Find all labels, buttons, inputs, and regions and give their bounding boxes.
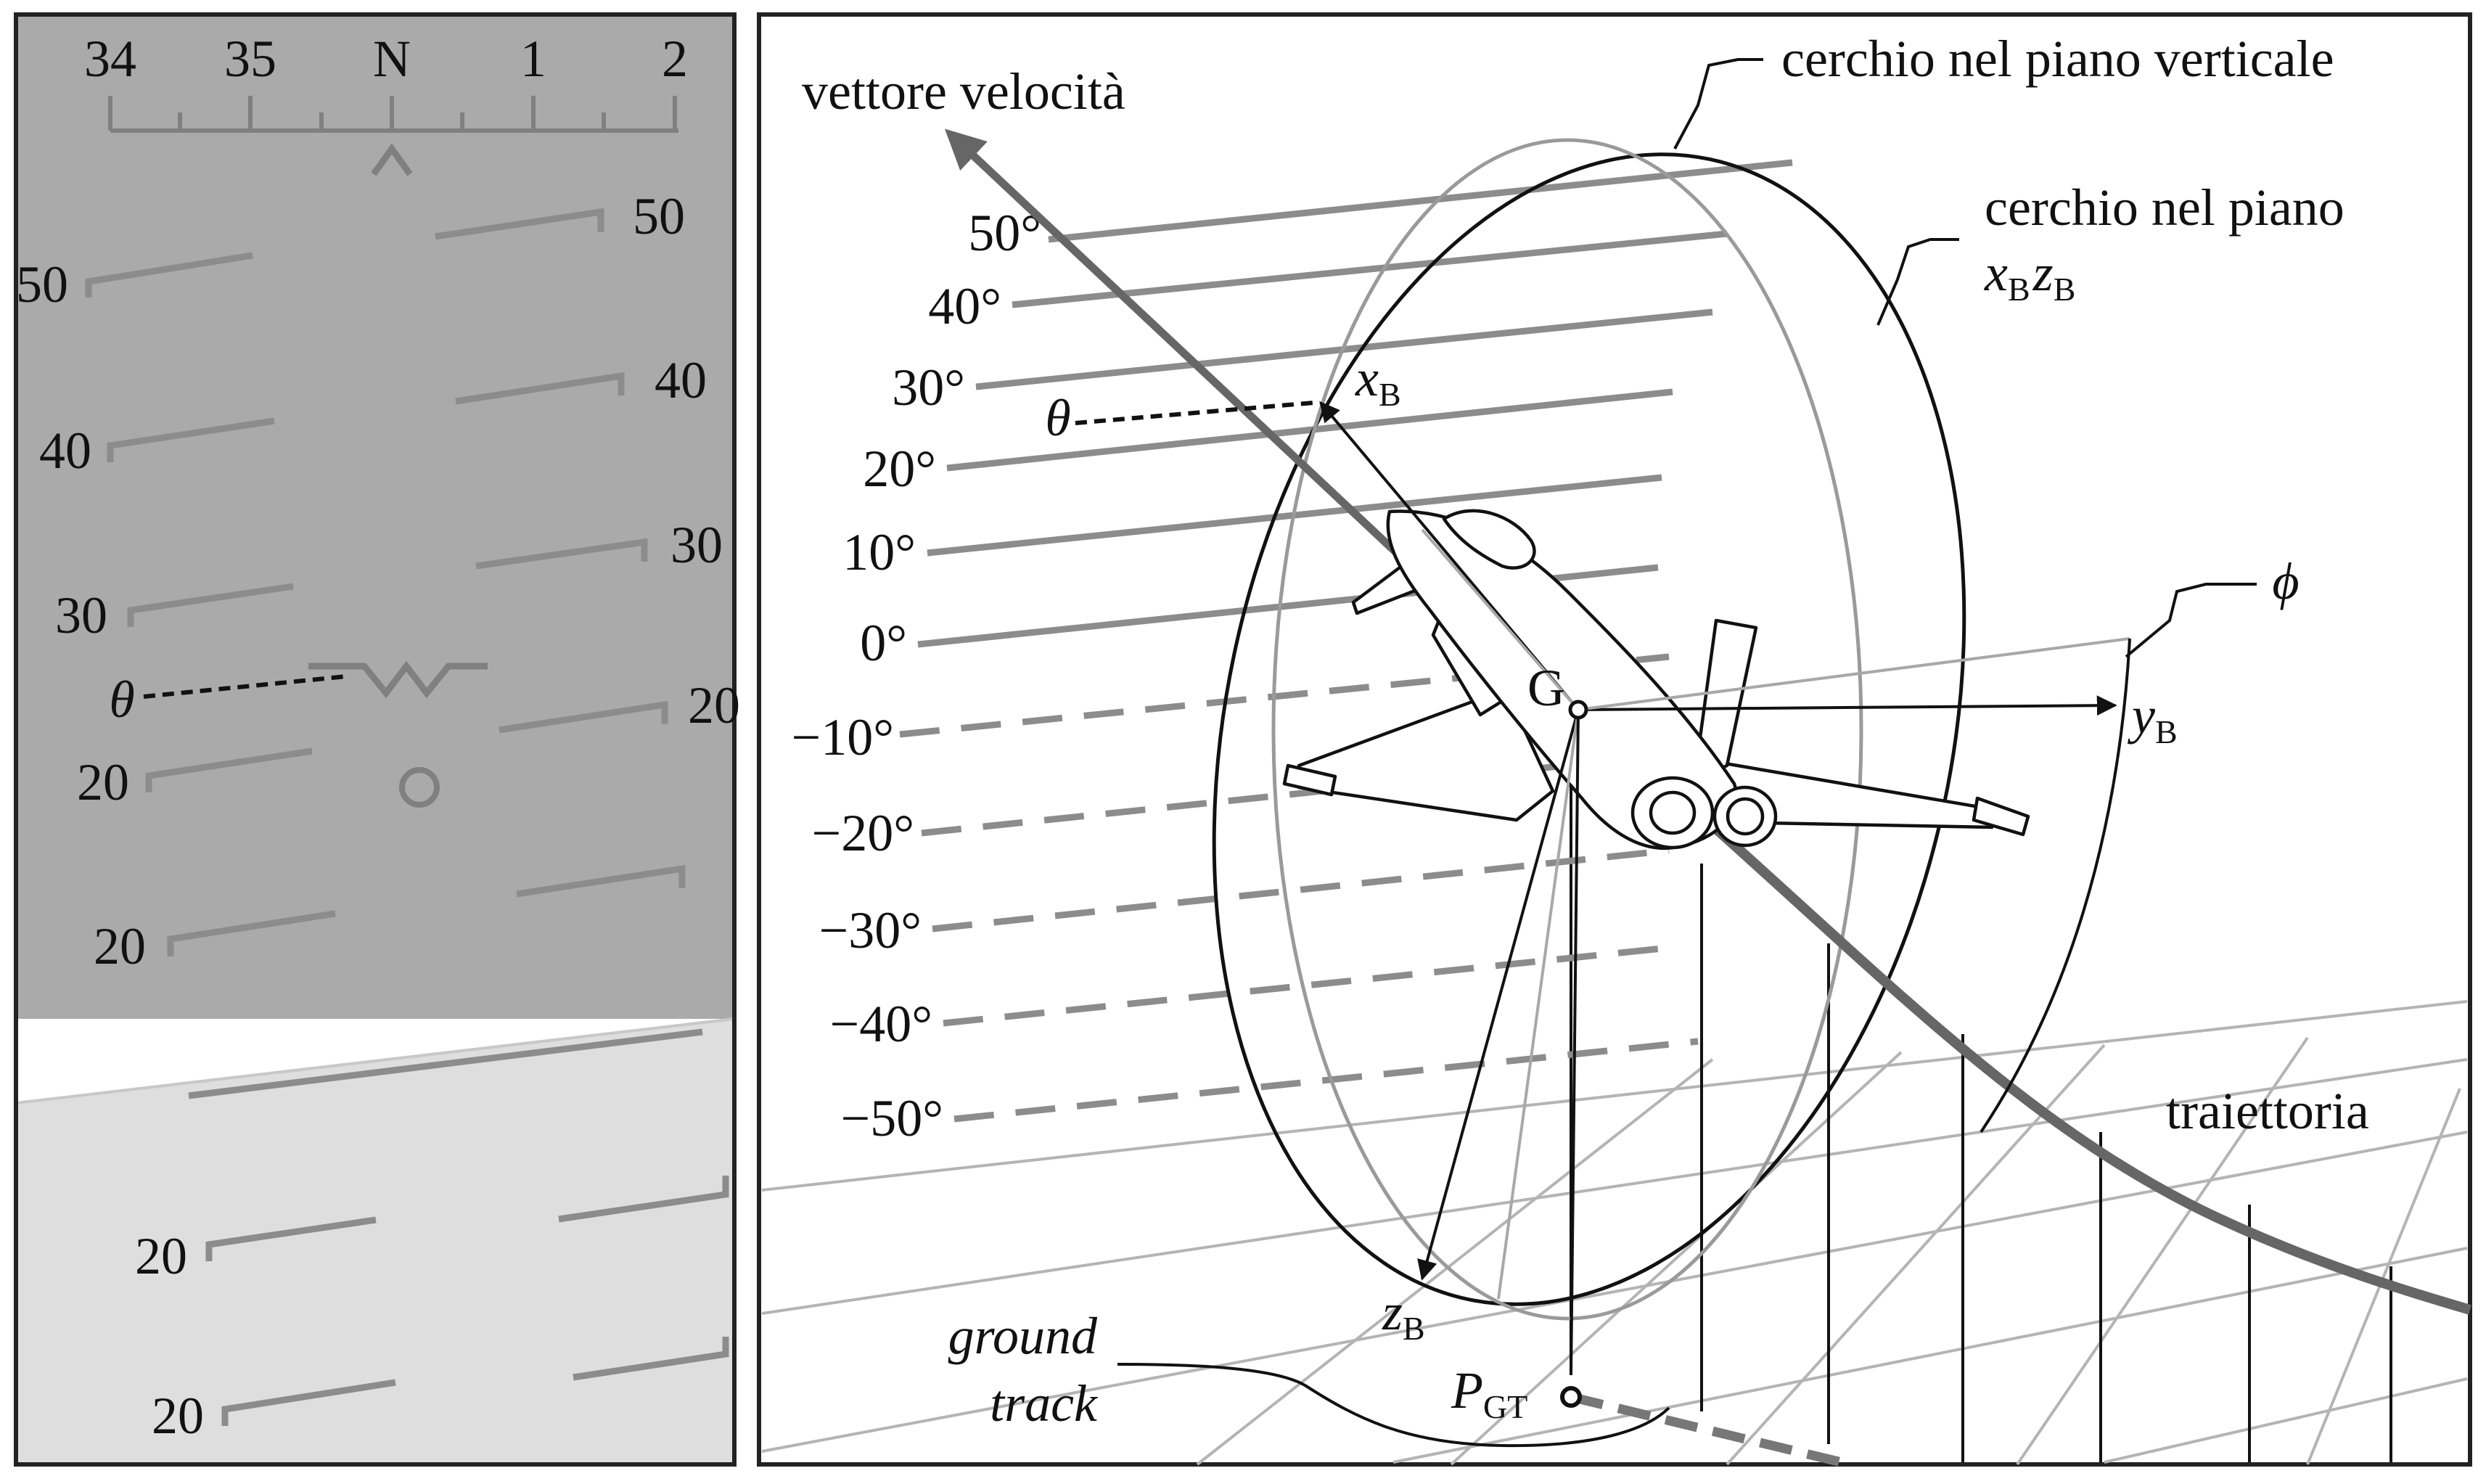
svg-text:zB: zB bbox=[1382, 1283, 1425, 1347]
pitch-label: 30 bbox=[670, 516, 723, 574]
heading-label: 2 bbox=[662, 30, 688, 88]
heading-label: 1 bbox=[520, 30, 546, 88]
hud-ground bbox=[16, 1019, 734, 1464]
scene-pitch-label: 0° bbox=[860, 614, 907, 672]
pitch-ladder bbox=[85, 208, 729, 1426]
pitch-label: 50 bbox=[633, 187, 685, 245]
pitch-label: 30 bbox=[55, 586, 107, 644]
svg-text:PGT: PGT bbox=[1451, 1361, 1527, 1425]
xb-label: xB bbox=[1355, 349, 1401, 413]
scene-pitch-label: −20° bbox=[812, 804, 914, 862]
ground-track-point-icon bbox=[1560, 1386, 1582, 1408]
ground-track-leader bbox=[1117, 1363, 1670, 1448]
scene-pitch-label: 20° bbox=[863, 440, 936, 498]
trajectory-curve bbox=[1694, 808, 2471, 1315]
pitch-label: 20 bbox=[688, 676, 740, 734]
heading-scale bbox=[108, 96, 678, 133]
vertical-circle-label: cerchio nel piano verticale bbox=[1781, 30, 2334, 88]
ground-grid bbox=[761, 1000, 2468, 1466]
hud-ground-ladder bbox=[188, 1028, 703, 1099]
heading-label: N bbox=[373, 30, 411, 88]
ground-track-label-2: track bbox=[990, 1374, 1099, 1432]
scene-pitch-label: −30° bbox=[819, 901, 922, 959]
body-circle-label: cerchio nel piano bbox=[1985, 179, 2345, 237]
velocity-vector-arrow bbox=[944, 128, 1425, 581]
hud-panel: 34 35 N 1 2 50 40 30 20 20 20 bbox=[14, 12, 740, 1467]
pitch-label: 20 bbox=[94, 917, 146, 975]
heading-label: 35 bbox=[224, 30, 276, 88]
svg-text:yB: yB bbox=[2127, 686, 2178, 750]
scene-pitch-label: 30° bbox=[892, 358, 965, 417]
cg-point-icon bbox=[1568, 700, 1588, 720]
hud-frame bbox=[14, 12, 737, 1467]
scene-pitch-label: 50° bbox=[968, 204, 1041, 262]
theta-dashed-line bbox=[143, 674, 348, 699]
scene-panel: 50° 40° 30° 20° 10° 0° −10° −20° −30° −4… bbox=[757, 12, 2472, 1469]
pitch-label: 20 bbox=[152, 1387, 204, 1445]
scene-pitch-label: −10° bbox=[792, 708, 894, 766]
cg-label: G bbox=[1527, 659, 1565, 717]
flight-path-marker-icon bbox=[399, 767, 440, 808]
aircraft-drawing bbox=[1282, 509, 2030, 850]
theta-label: θ bbox=[109, 671, 134, 729]
pitch-label: 40 bbox=[39, 422, 91, 480]
scene-pitch-label: 10° bbox=[842, 523, 916, 581]
heading-caret-icon bbox=[371, 143, 413, 176]
yb-axis-arrow bbox=[1578, 695, 2117, 716]
yb-label: yB bbox=[2127, 686, 2178, 750]
phi-label: ϕ bbox=[2272, 552, 2299, 610]
pitch-label: 50 bbox=[16, 255, 68, 313]
pitch-label: 20 bbox=[135, 1227, 187, 1285]
zb-label: zB bbox=[1382, 1283, 1425, 1347]
zb-axis-arrow bbox=[1417, 709, 1580, 1281]
body-circle-leader bbox=[1876, 238, 1959, 326]
heading-label: 34 bbox=[84, 30, 136, 88]
pitch-label: 40 bbox=[655, 351, 707, 409]
phi-leader bbox=[2125, 583, 2257, 658]
pgt-label: PGT bbox=[1451, 1361, 1527, 1425]
pitch-label: 20 bbox=[77, 753, 129, 811]
velocity-vector-label: vettore velocità bbox=[802, 62, 1125, 120]
vertical-circle-leader bbox=[1673, 58, 1763, 149]
svg-text:xB: xB bbox=[1355, 349, 1401, 413]
scene-theta-dashed bbox=[1075, 401, 1314, 425]
hud-sky bbox=[16, 15, 734, 1019]
scene-pitch-label: 40° bbox=[928, 277, 1001, 335]
body-circle-label-2: xBzB bbox=[1984, 244, 2075, 308]
scene-pitch-label: −40° bbox=[830, 995, 932, 1053]
phi-arc bbox=[1980, 638, 2131, 1134]
trajectory-label: traiettoria bbox=[2166, 1082, 2369, 1140]
vertical-plane-circle bbox=[1271, 138, 1863, 1321]
body-axes bbox=[1319, 401, 2131, 1376]
waterline-symbol bbox=[308, 660, 488, 699]
scene-pitch-label: −50° bbox=[841, 1089, 943, 1147]
hud-horizon bbox=[15, 1017, 735, 1104]
ground-track-label-1: ground bbox=[948, 1307, 1098, 1365]
svg-text:xBzB: xBzB bbox=[1984, 244, 2075, 308]
scene-theta-label: θ bbox=[1045, 389, 1070, 447]
